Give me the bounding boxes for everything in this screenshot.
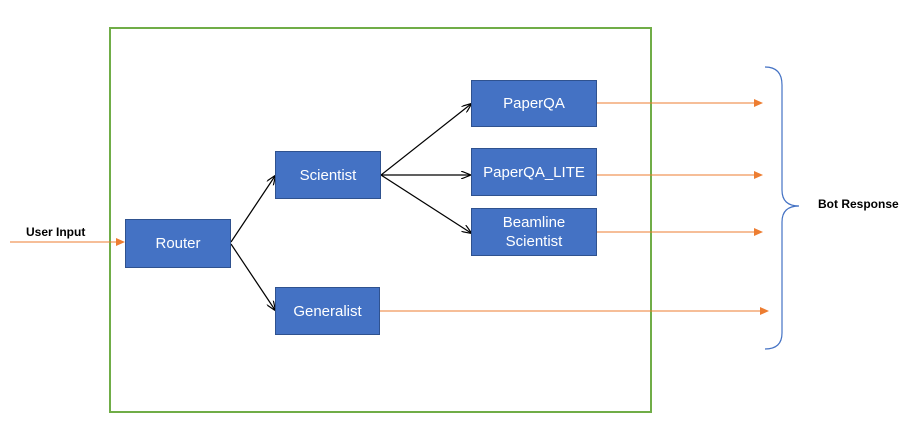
paperqa-lite-label: PaperQA_LITE (483, 163, 585, 181)
router-to-generalist-arrow (230, 243, 275, 310)
scientist-to-beamline-arrow (380, 174, 471, 233)
scientist-label: Scientist (299, 166, 357, 184)
response-brace (764, 66, 800, 350)
generalist-node: Generalist (275, 287, 380, 335)
user-input-label: User Input (26, 225, 86, 239)
beamline-scientist-node: Beamline Scientist (471, 208, 597, 256)
router-to-scientist-arrow (230, 176, 275, 243)
paperqa-label: PaperQA (503, 95, 565, 112)
paperqa-node: PaperQA (471, 80, 597, 127)
paperqa-lite-node: PaperQA_LITE (471, 148, 597, 196)
beamline-label-line2: Scientist (505, 233, 563, 250)
router-label: Router (155, 235, 201, 252)
beamline-label-line1: Beamline (502, 214, 566, 231)
scientist-to-paperqa-arrow (380, 104, 471, 176)
system-container (109, 27, 652, 413)
router-node: Router (125, 219, 231, 268)
scientist-node: Scientist (275, 151, 381, 199)
generalist-label: Generalist (293, 302, 362, 320)
bot-response-label: Bot Response (818, 197, 899, 211)
